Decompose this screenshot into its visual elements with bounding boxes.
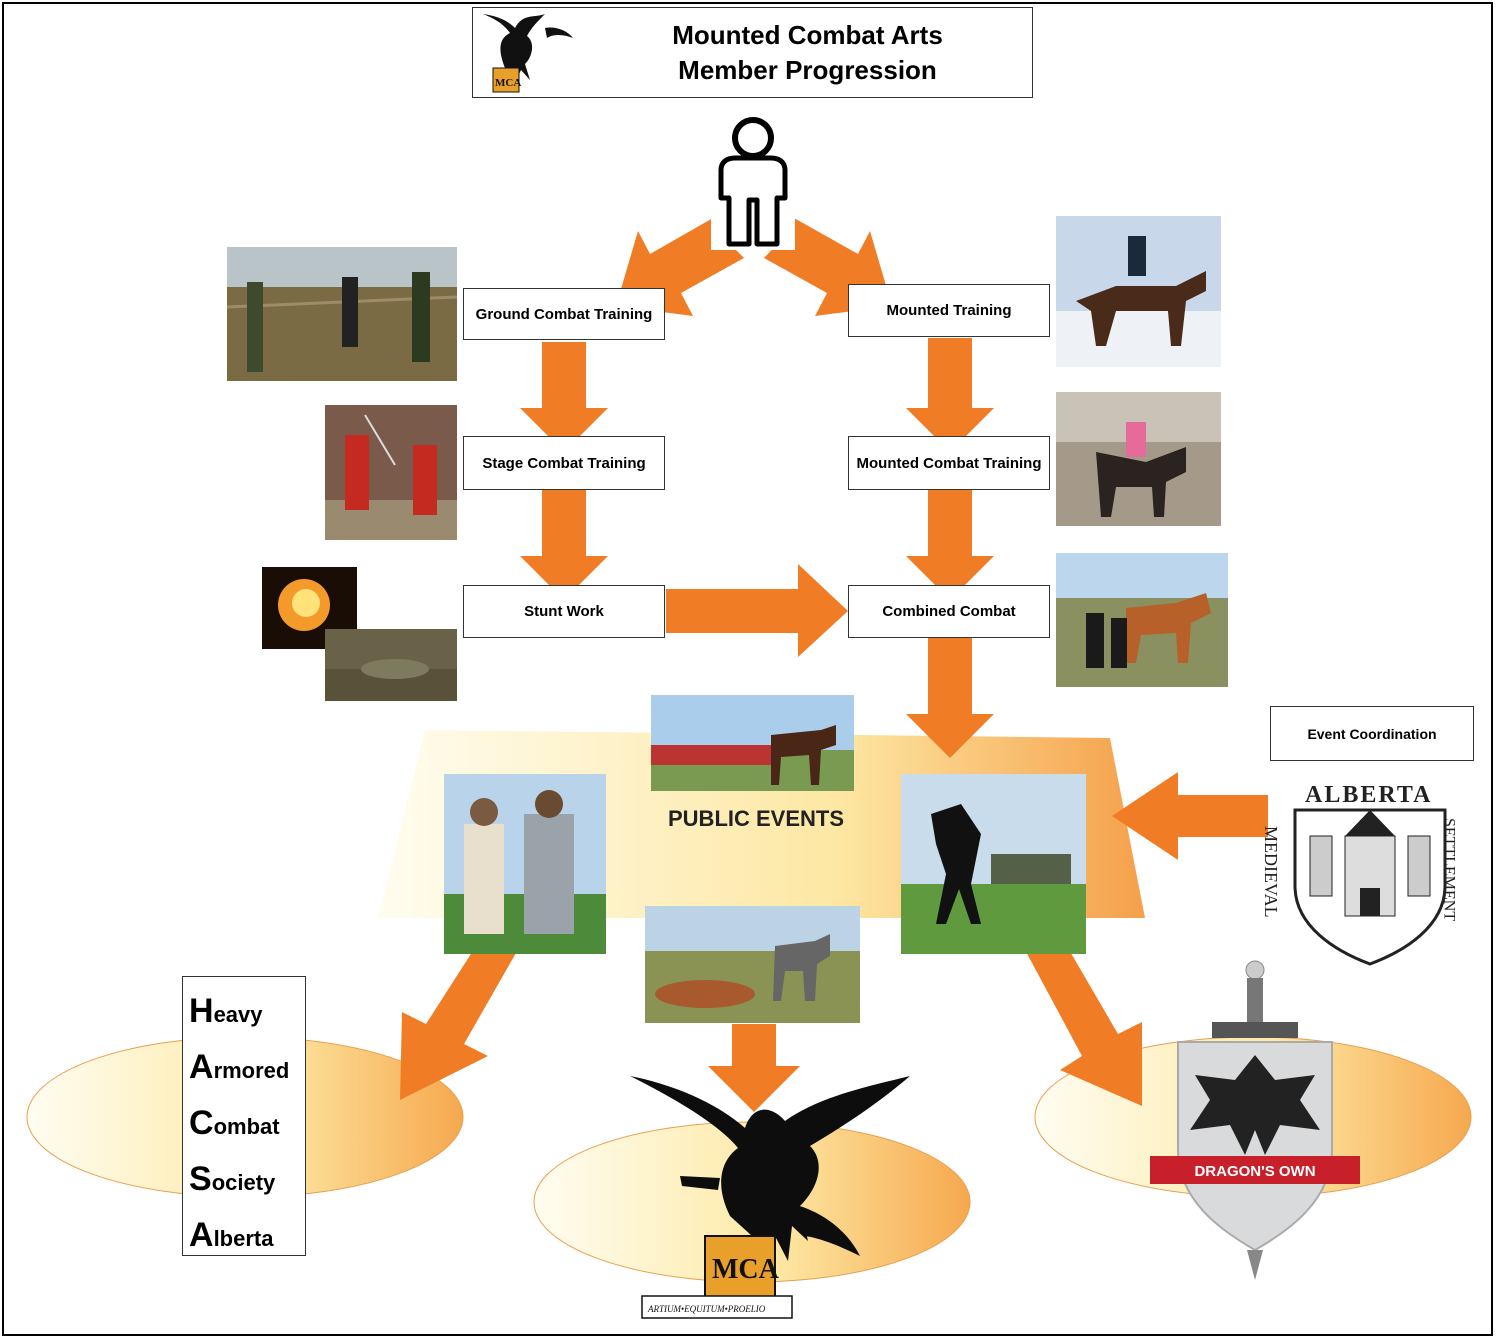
alberta-right-letters: SETTLEMENT [1441, 818, 1458, 921]
alberta-medieval-crest: ALBERTA MEDIEVAL SETTLEMENT [1265, 782, 1458, 966]
public-events-label: PUBLIC EVENTS [668, 806, 845, 831]
photo-mounted-combat [1056, 392, 1221, 526]
arrow-stunt-to-combined [666, 564, 848, 657]
node-mounted-training: Mounted Training [848, 284, 1050, 337]
photo-event-horse [651, 695, 854, 791]
arrow-stage-to-stunt [520, 490, 608, 600]
svg-text:MCA: MCA [495, 77, 521, 89]
alberta-left-letters: MEDIEVAL [1265, 826, 1281, 918]
photo-ground-combat [227, 247, 457, 381]
svg-text:MCA: MCA [712, 1254, 780, 1285]
photo-event-rearing-horse [901, 774, 1086, 954]
arrow-mounted-to-mcombat [906, 338, 994, 452]
node-ground-combat-training: Ground Combat Training [463, 288, 665, 340]
arrow-events-to-mca [708, 1024, 800, 1112]
arrow-alberta-to-events [1112, 772, 1268, 860]
pegasus-logo-small: MCA [483, 14, 573, 93]
node-mounted-combat-training: Mounted Combat Training [848, 436, 1050, 490]
photo-stage-combat [325, 405, 457, 540]
hacsa-row-2: Armored [189, 1048, 290, 1086]
svg-text:DRAGON'S OWN: DRAGON'S OWN [1194, 1163, 1315, 1180]
title-line-1: Mounted Combat Arts [672, 20, 943, 50]
diagram-title: Mounted Combat Arts Member Progression [603, 18, 1012, 88]
photo-event-knight [444, 774, 606, 954]
photo-combined-combat [1056, 553, 1228, 687]
hacsa-row-1: Heavy [189, 992, 263, 1030]
hacsa-row-4: Society [189, 1160, 276, 1198]
arrow-combined-to-events [906, 637, 994, 758]
photo-fall-stunt [325, 629, 457, 701]
arrow-mcombat-to-combined [906, 490, 994, 600]
node-stunt-work: Stunt Work [463, 585, 665, 638]
hacsa-acronym: Heavy Armored Combat Society Alberta [182, 976, 306, 1256]
svg-text:ARTIUM•EQUITUM•PROELIO: ARTIUM•EQUITUM•PROELIO [647, 1304, 766, 1314]
dragons-own-shield: DRAGON'S OWN [1150, 960, 1360, 1280]
arrow-events-to-dragons [1024, 948, 1142, 1106]
mca-pegasus-logo: MCA ARTIUM•EQUITUM•PROELIO [630, 1076, 910, 1319]
node-combined-combat: Combined Combat [848, 585, 1050, 638]
arrow-events-to-hacsa [400, 946, 520, 1100]
title-box: MCA Mounted Combat Arts Member Progressi… [472, 7, 1033, 98]
person-icon [711, 114, 795, 250]
hacsa-row-3: Combat [189, 1104, 280, 1142]
title-line-2: Member Progression [678, 55, 937, 85]
node-stage-combat-training: Stage Combat Training [463, 436, 665, 490]
hacsa-row-5: Alberta [189, 1216, 274, 1254]
node-event-coordination: Event Coordination [1270, 706, 1474, 761]
photo-mounted-training [1056, 216, 1221, 367]
arrow-ground-to-stage [520, 342, 608, 452]
photo-event-fallen-horse [645, 906, 860, 1023]
svg-text:ALBERTA: ALBERTA [1305, 782, 1432, 808]
